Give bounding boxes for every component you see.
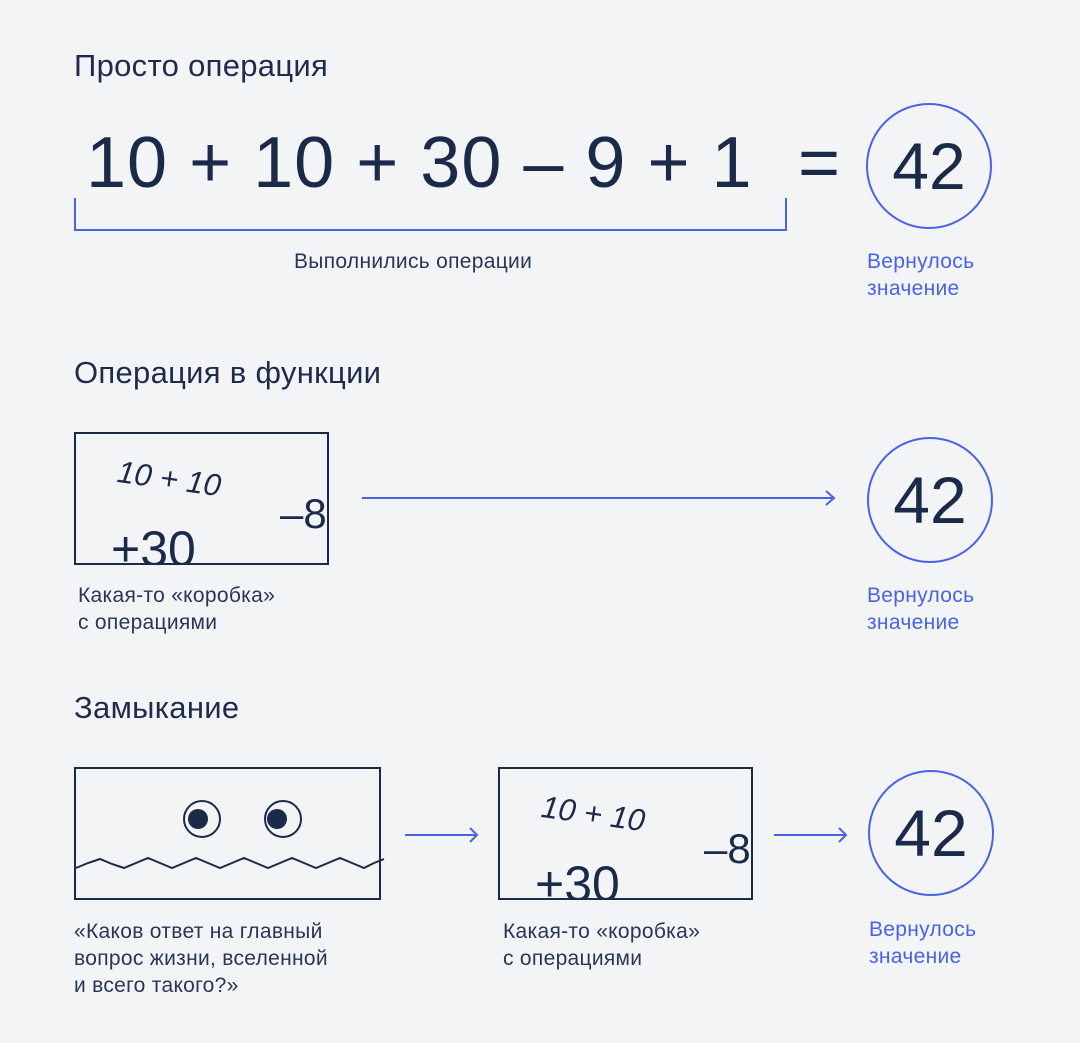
result-value: 42 [892,129,966,203]
result-circle: 42 [868,770,994,896]
bracket-caption: Выполнились операции [294,250,533,273]
box-fragment-right: –8 [280,490,327,537]
arrow-right-icon [405,827,479,843]
question-box [74,767,385,900]
operations-bracket [74,198,787,231]
box-caption: Какая-то «коробка» с операциями [78,584,276,634]
result-value: 42 [893,463,967,537]
result-circle: 42 [867,437,993,563]
section-title-function: Операция в функции [74,355,382,390]
result-value: 42 [894,796,968,870]
box-fragment-bottom: +30 [535,856,620,900]
result-caption: Вернулось значение [869,918,977,968]
section-title-closure: Замыкание [74,690,240,725]
arrow-right-icon [774,827,848,843]
box-caption: Какая-то «коробка» с операциями [503,920,701,970]
box-fragment-top: 10 + 10 [115,454,224,504]
box-fragment-top: 10 + 10 [539,789,648,839]
box-fragment-right: –8 [704,825,751,872]
result-caption: Вернулось значение [867,584,975,634]
box-fragment-bottom: +30 [111,521,196,565]
operations-box: 10 + 10 +30 –8 [74,432,329,565]
result-circle: 42 [866,103,992,229]
equation: 10 + 10 + 30 – 9 + 1 [86,123,753,203]
section-title-simple-operation: Просто операция [74,48,329,83]
operations-box: 10 + 10 +30 –8 [498,767,753,900]
eyes-and-waves-icon [75,800,385,870]
question-caption: «Каков ответ на главный вопрос жизни, вс… [74,920,328,997]
equals-sign: = [798,123,842,203]
arrow-right-icon [362,490,836,506]
result-caption: Вернулось значение [867,250,975,300]
